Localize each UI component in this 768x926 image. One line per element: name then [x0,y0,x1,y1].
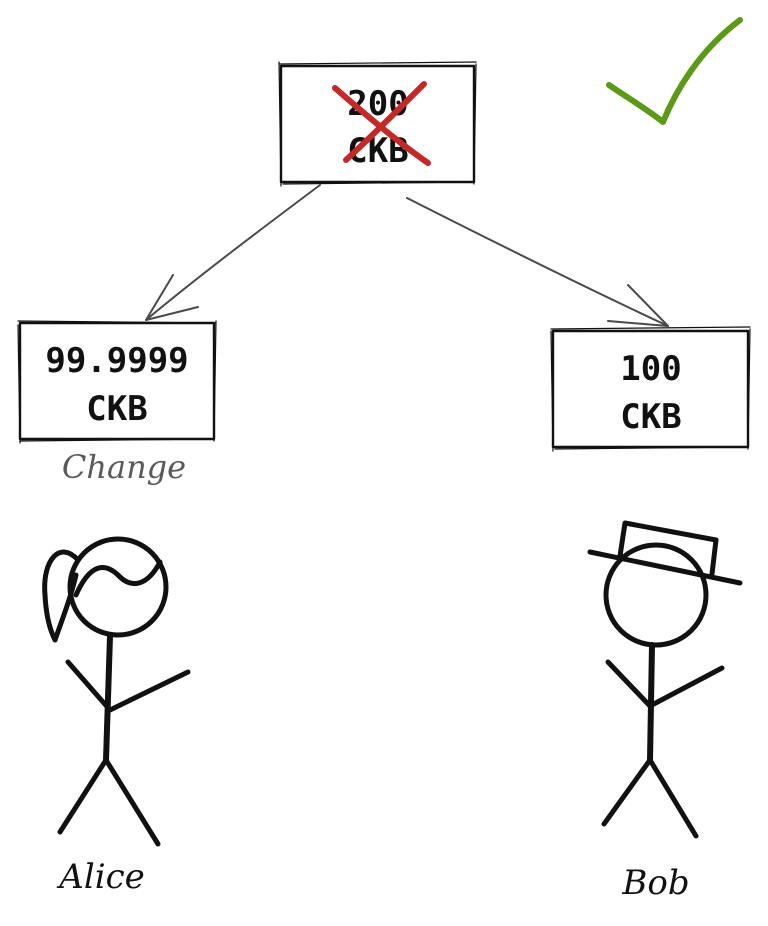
change-caption: Change [62,448,186,486]
hat-icon [587,520,743,586]
change-cell: 99.9999 CKB [17,320,217,444]
alice-name: Alice [56,857,144,897]
x-mark-icon [332,81,431,166]
checkmark-icon [606,17,743,125]
change-amount: 99.9999 [45,341,188,381]
alice-figure [42,536,191,847]
input-cell: 200 CKB [278,61,477,187]
bob-name: Bob [621,863,689,903]
bob-figure [587,520,743,839]
change-unit: CKB [86,389,147,429]
bob-unit: CKB [620,397,681,437]
bob-amount: 100 [620,349,681,389]
arrow-to-bob [406,197,669,327]
bob-cell: 100 CKB [550,326,751,452]
arrow-to-change [145,184,321,321]
